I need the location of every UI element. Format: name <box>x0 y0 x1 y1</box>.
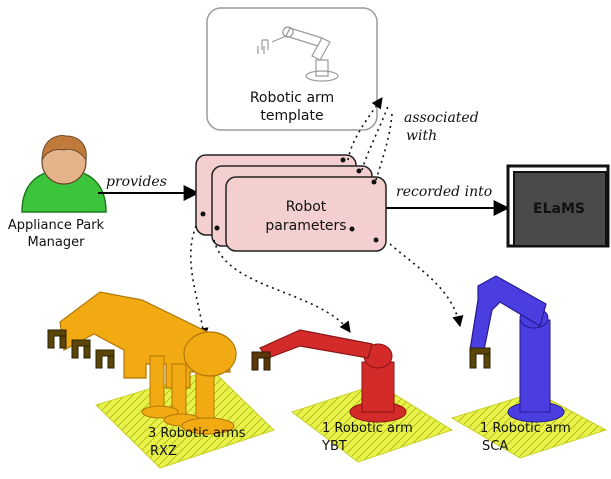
rxz-label-line2: RXZ <box>150 444 177 459</box>
rxz-robot-group <box>47 291 275 469</box>
sca-label-line1: 1 Robotic arm <box>480 421 571 436</box>
associated-label-line2: with <box>406 128 437 144</box>
provides-label: provides <box>106 174 167 190</box>
rxz-label-line1: 3 Robotic arms <box>148 426 246 441</box>
ybt-label-line1: 1 Robotic arm <box>322 421 413 436</box>
elams-box <box>506 164 610 248</box>
associated-arrow-1 <box>347 97 383 161</box>
robot-parameters-stack <box>195 154 387 252</box>
template-box: Robotic arm template <box>206 7 378 131</box>
manager-label-line1: Appliance Park <box>8 218 105 233</box>
robot-arm-sketch-icon <box>257 26 339 82</box>
sca-label-line2: SCA <box>482 439 508 454</box>
recorded-into-label: recorded into <box>396 184 492 200</box>
elams-label: ELaMS <box>533 201 585 217</box>
associated-arrow-2 <box>361 105 389 171</box>
robot-parameters-line1: Robot <box>286 199 327 215</box>
sca-gripper-icon <box>469 347 491 369</box>
associated-label-line1: associated <box>404 110 479 126</box>
template-title-line1: Robotic arm <box>250 90 334 106</box>
robot-parameters-line2: parameters <box>265 218 346 234</box>
to-sca-arrow <box>389 243 464 328</box>
ybt-gripper-icon <box>251 351 271 371</box>
rxz-gripper-icons <box>47 329 115 369</box>
ybt-robot-group <box>251 329 454 463</box>
to-rxz-arrow <box>189 225 209 340</box>
ybt-label-line2: YBT <box>321 439 347 454</box>
manager-person-icon <box>21 135 107 213</box>
manager-label-line2: Manager <box>28 235 86 250</box>
associated-arrow-3 <box>375 113 393 181</box>
sca-robot-group <box>450 275 608 459</box>
template-title-line2: template <box>260 108 323 124</box>
to-ybt-arrow <box>213 239 351 333</box>
